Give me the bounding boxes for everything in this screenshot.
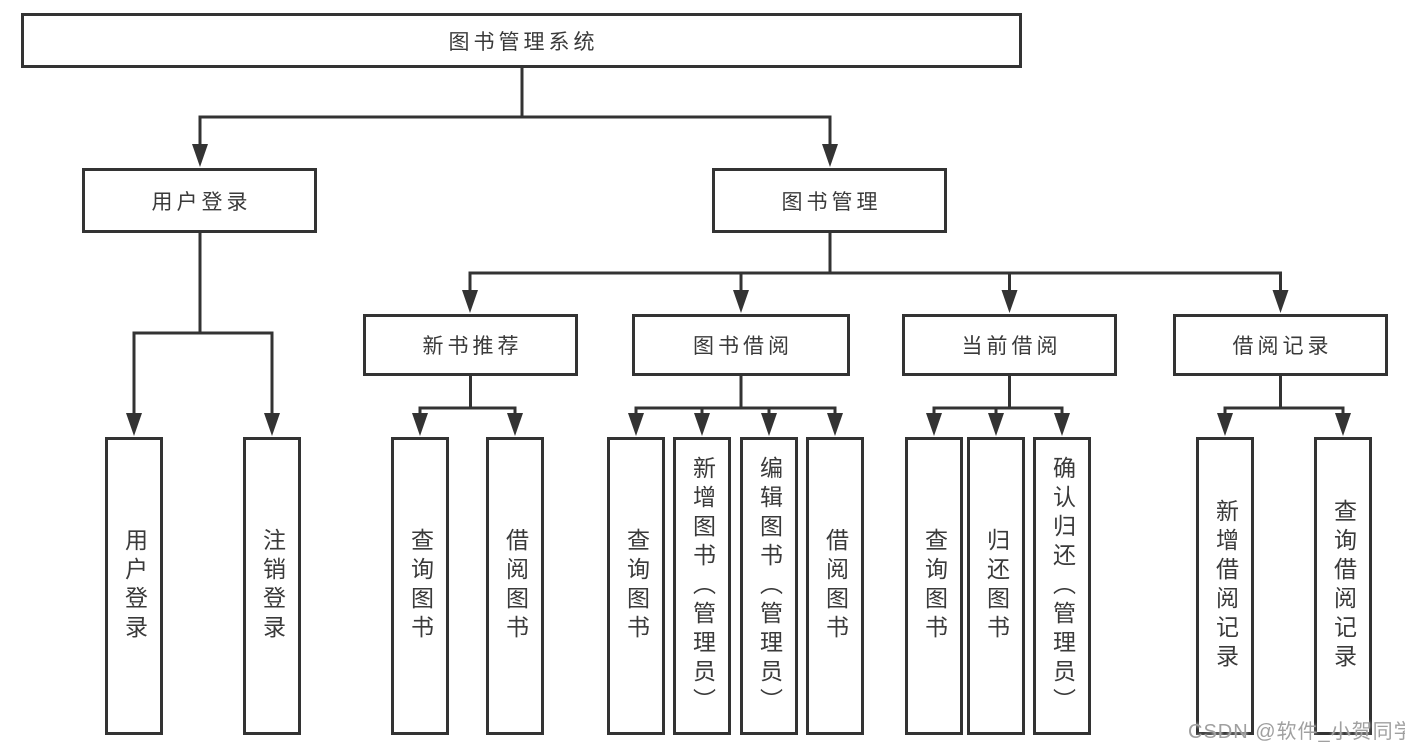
leaf-recommend-borrow-books: 借阅图书 — [486, 437, 544, 735]
leaf-current-query-books: 查询图书 — [905, 437, 963, 735]
node-user-login-module: 用户登录 — [82, 168, 317, 233]
arrowhead-icons — [126, 144, 1351, 436]
node-current-borrow: 当前借阅 — [902, 314, 1117, 376]
leaf-borrow-borrow-books: 借阅图书 — [806, 437, 864, 735]
leaf-current-confirm-return-admin: 确认归还（管理员） — [1033, 437, 1091, 735]
leaf-logout: 注销登录 — [243, 437, 301, 735]
leaf-borrow-add-books-admin: 新增图书（管理员） — [673, 437, 731, 735]
leaf-recommend-query-books: 查询图书 — [391, 437, 449, 735]
leaf-records-query-record: 查询借阅记录 — [1314, 437, 1372, 735]
node-library-system: 图书管理系统 — [21, 13, 1022, 68]
leaf-borrow-query-books: 查询图书 — [607, 437, 665, 735]
leaf-borrow-edit-books-admin: 编辑图书（管理员） — [740, 437, 798, 735]
node-book-management-module: 图书管理 — [712, 168, 947, 233]
node-new-book-recommend: 新书推荐 — [363, 314, 578, 376]
node-book-borrow: 图书借阅 — [632, 314, 850, 376]
leaf-records-add-record: 新增借阅记录 — [1196, 437, 1254, 735]
leaf-current-return-books: 归还图书 — [967, 437, 1025, 735]
node-borrow-records: 借阅记录 — [1173, 314, 1388, 376]
leaf-user-login: 用户登录 — [105, 437, 163, 735]
watermark: CSDN @软件_小贺同学 — [1188, 721, 1405, 743]
